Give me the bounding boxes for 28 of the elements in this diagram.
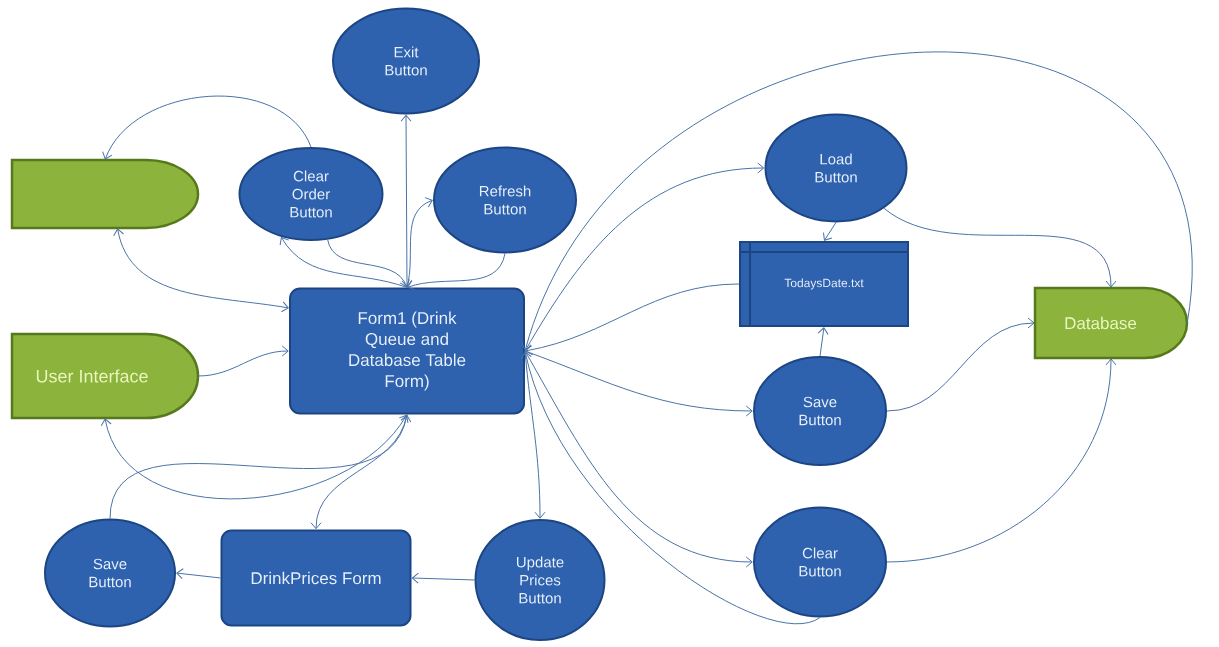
terminal-shape [10, 158, 200, 230]
arrow [886, 358, 1117, 563]
arrow [883, 207, 1117, 288]
arrow [524, 162, 765, 352]
arrow [176, 568, 221, 580]
arrow [113, 228, 289, 313]
arrow [521, 351, 821, 624]
arrow [310, 414, 408, 530]
arrow [279, 236, 408, 288]
arrow [400, 114, 413, 288]
arrow [327, 239, 410, 288]
arrow [525, 283, 740, 356]
arrow [521, 51, 1191, 351]
arrow [100, 414, 409, 500]
arrow [407, 253, 506, 291]
form-box: Form1 (Drink Queue and Database Table Form) [289, 287, 525, 415]
form-box: DrinkPrices Form [220, 529, 412, 627]
file-box: TodaysDate.txt [739, 241, 909, 327]
arrow [524, 350, 753, 417]
arrow [524, 350, 546, 519]
arrow [817, 327, 829, 357]
arrow [406, 197, 433, 288]
arrow [886, 317, 1035, 412]
arrow [109, 414, 412, 519]
arrow [823, 222, 837, 241]
arrow [102, 95, 312, 160]
arrow [197, 345, 289, 377]
arrow [411, 572, 475, 584]
